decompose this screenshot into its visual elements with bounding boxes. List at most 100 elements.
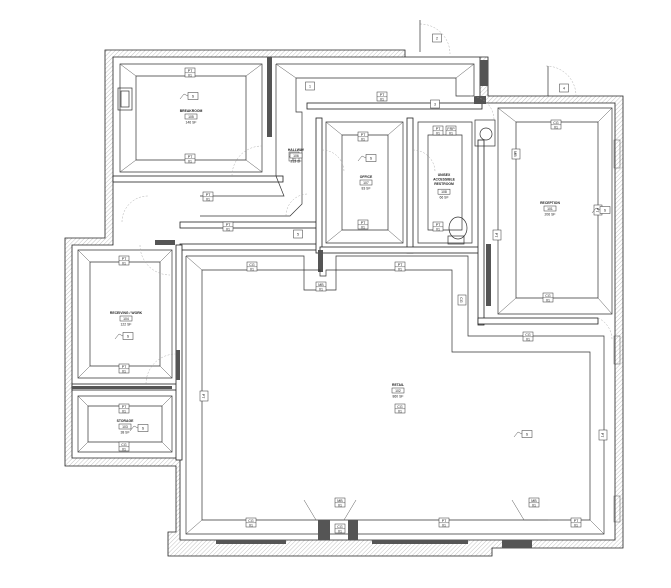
switch-label: S — [604, 208, 607, 212]
light-switch-icon: S — [357, 154, 377, 162]
finish-code: CG — [121, 443, 127, 447]
finish-code: CG — [249, 263, 255, 267]
finish-number: 01 — [122, 409, 126, 413]
room-number: 107 — [363, 181, 369, 185]
room-name: STORAGE — [117, 419, 134, 423]
interior-walls — [71, 57, 599, 461]
finish-code: PT — [494, 233, 498, 238]
room-tags: BREAKROOM 105 146 SF HALLWAY 106 213 SF OFFICE… — [110, 109, 561, 435]
finish-code: PT — [122, 405, 127, 409]
door-number-tag: 2 — [432, 33, 442, 43]
door-number: 3 — [434, 102, 436, 106]
door-number: 5 — [297, 232, 299, 236]
finish-code: MB — [513, 151, 517, 157]
room-area: 66 SF — [439, 196, 448, 200]
room-number: 102 — [395, 389, 401, 393]
door-number: 4 — [563, 86, 565, 90]
switch-label: S — [142, 426, 145, 430]
finish-number: 01 — [574, 523, 578, 527]
finish-tag: PT — [492, 229, 502, 241]
room-area: 213 SF — [291, 160, 302, 164]
room-area: 83 SF — [361, 187, 370, 191]
room-name: UNISEX — [438, 173, 451, 177]
finish-number: 01 — [436, 227, 440, 231]
room-name: HALLWAY — [288, 148, 305, 152]
finish-code: PT — [201, 394, 205, 399]
light-switch-icon: S — [179, 92, 199, 100]
finish-number: 01 — [226, 227, 230, 231]
finish-code: PT — [188, 155, 193, 159]
finish-number: 01 — [442, 523, 446, 527]
switch-label: S — [370, 156, 373, 160]
finish-code: FRP — [447, 127, 455, 131]
finish-number: 01 — [532, 503, 536, 507]
room-number: 108 — [441, 190, 447, 194]
room-number: 106 — [293, 154, 299, 158]
finish-code: PT — [600, 433, 604, 438]
finish-code: MB — [337, 499, 343, 503]
finish-number: 01 — [554, 125, 558, 129]
room-outlines — [77, 63, 613, 535]
room-area: 206 SF — [545, 213, 556, 217]
finish-code: PT — [442, 519, 447, 523]
finish-number: 01 — [188, 159, 192, 163]
room-tag-storage: STORAGE 103 38 SF — [117, 419, 134, 435]
room-area: 146 SF — [186, 121, 197, 125]
room-name: RECEIVING / WORK — [110, 311, 143, 315]
finish-number: 01 — [449, 131, 453, 135]
finish-number: 01 — [206, 197, 210, 201]
finish-tag: MB — [511, 148, 521, 160]
finish-code: CG — [545, 294, 551, 298]
switch-label: S — [526, 432, 529, 436]
door-number: 1 — [309, 84, 311, 88]
room-number: 103 — [122, 425, 128, 429]
finish-number: 01 — [526, 337, 530, 341]
finish-number: 01 — [338, 529, 342, 533]
finish-number: 01 — [122, 261, 126, 265]
finish-tag: CG — [457, 294, 467, 306]
room-area: 38 SF — [120, 431, 129, 435]
door-number: 2 — [436, 36, 438, 40]
finish-number: 01 — [436, 131, 440, 135]
finish-number: 01 — [398, 409, 402, 413]
finish-number: 01 — [249, 523, 253, 527]
room-number: 105 — [188, 115, 194, 119]
fixtures — [117, 87, 621, 548]
switch-label: S — [127, 334, 130, 338]
finish-number: 01 — [122, 447, 126, 451]
switch-label: S — [192, 94, 195, 98]
room-area: 122 SF — [121, 323, 132, 327]
finish-code: PT — [436, 127, 441, 131]
room-name: RETAIL — [392, 383, 404, 387]
door-number-tag: 5 — [293, 229, 303, 239]
room-tag-retail: RETAIL 102 860 SF — [391, 383, 405, 399]
finish-tag: PT — [598, 429, 608, 441]
room-area: 860 SF — [393, 395, 404, 399]
room-name: BREAKROOM — [180, 109, 203, 113]
room-name: ACCESSIBLE — [433, 177, 456, 181]
finish-number: 01 — [122, 369, 126, 373]
finish-code: PT — [380, 93, 385, 97]
finish-code: PT — [574, 519, 579, 523]
room-name: OFFICE — [360, 175, 373, 179]
room-number: 101 — [547, 207, 553, 211]
door-number-tag: 1 — [305, 81, 315, 91]
finish-code: CG — [248, 519, 254, 523]
finish-tag: PT — [199, 390, 209, 402]
